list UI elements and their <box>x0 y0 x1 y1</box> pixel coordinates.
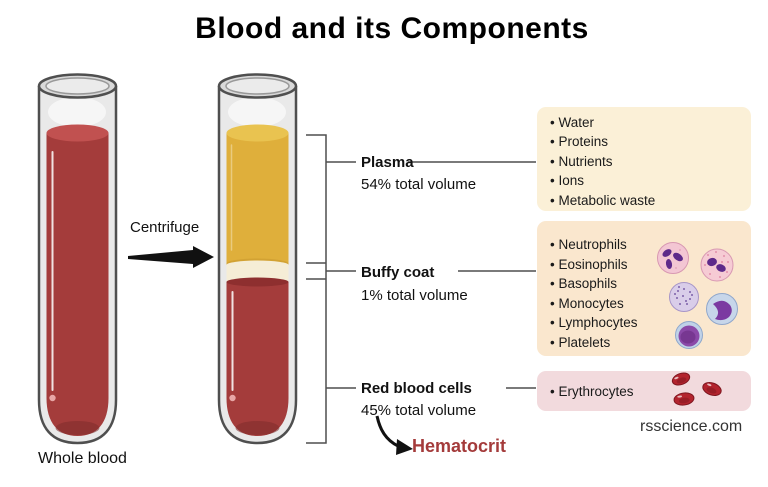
red-blood-cells-volume-label: 45% total volume <box>361 402 477 419</box>
hematocrit-arrow-icon <box>375 415 413 455</box>
component-item: Monocytes <box>550 294 741 314</box>
component-item: Ions <box>550 171 741 190</box>
plasma-layer-label: Plasma <box>361 154 414 171</box>
hematocrit-label: Hematocrit <box>412 436 507 456</box>
plasma-components-box: Water Proteins Nutrients Ions Metabolic … <box>537 107 751 211</box>
watermark-text: rsscience.com <box>640 418 743 435</box>
component-item: Erythrocytes <box>550 384 633 399</box>
red-blood-cells-components-box: Erythrocytes <box>537 371 751 411</box>
component-item: Nutrients <box>550 152 741 171</box>
component-item: Platelets <box>550 333 741 353</box>
plasma-components-list: Water Proteins Nutrients Ions Metabolic … <box>550 113 741 210</box>
component-item: Basophils <box>550 274 741 294</box>
component-item: Eosinophils <box>550 255 741 275</box>
component-item: Lymphocytes <box>550 313 741 333</box>
component-item: Neutrophils <box>550 235 741 255</box>
page-title: Blood and its Components <box>195 12 589 45</box>
separated-blood-tube-icon <box>217 73 298 445</box>
plasma-volume-label: 54% total volume <box>361 176 477 193</box>
whole-blood-tube-icon <box>37 73 118 445</box>
buffy-coat-volume-label: 1% total volume <box>361 287 468 304</box>
buffy-coat-layer-label: Buffy coat <box>361 264 435 281</box>
component-item: Water <box>550 113 741 132</box>
buffy-coat-components-box: Neutrophils Eosinophils Basophils Monocy… <box>537 221 751 356</box>
component-item: Metabolic waste <box>550 191 741 210</box>
whole-blood-label: Whole blood <box>38 450 127 467</box>
centrifuge-label: Centrifuge <box>130 219 200 236</box>
rbc-components-list: Erythrocytes <box>550 384 633 399</box>
centrifuge-arrow-icon <box>128 246 214 268</box>
red-blood-cells-layer-label: Red blood cells <box>361 380 472 397</box>
component-item: Proteins <box>550 132 741 151</box>
buffy-coat-components-list: Neutrophils Eosinophils Basophils Monocy… <box>550 235 741 352</box>
